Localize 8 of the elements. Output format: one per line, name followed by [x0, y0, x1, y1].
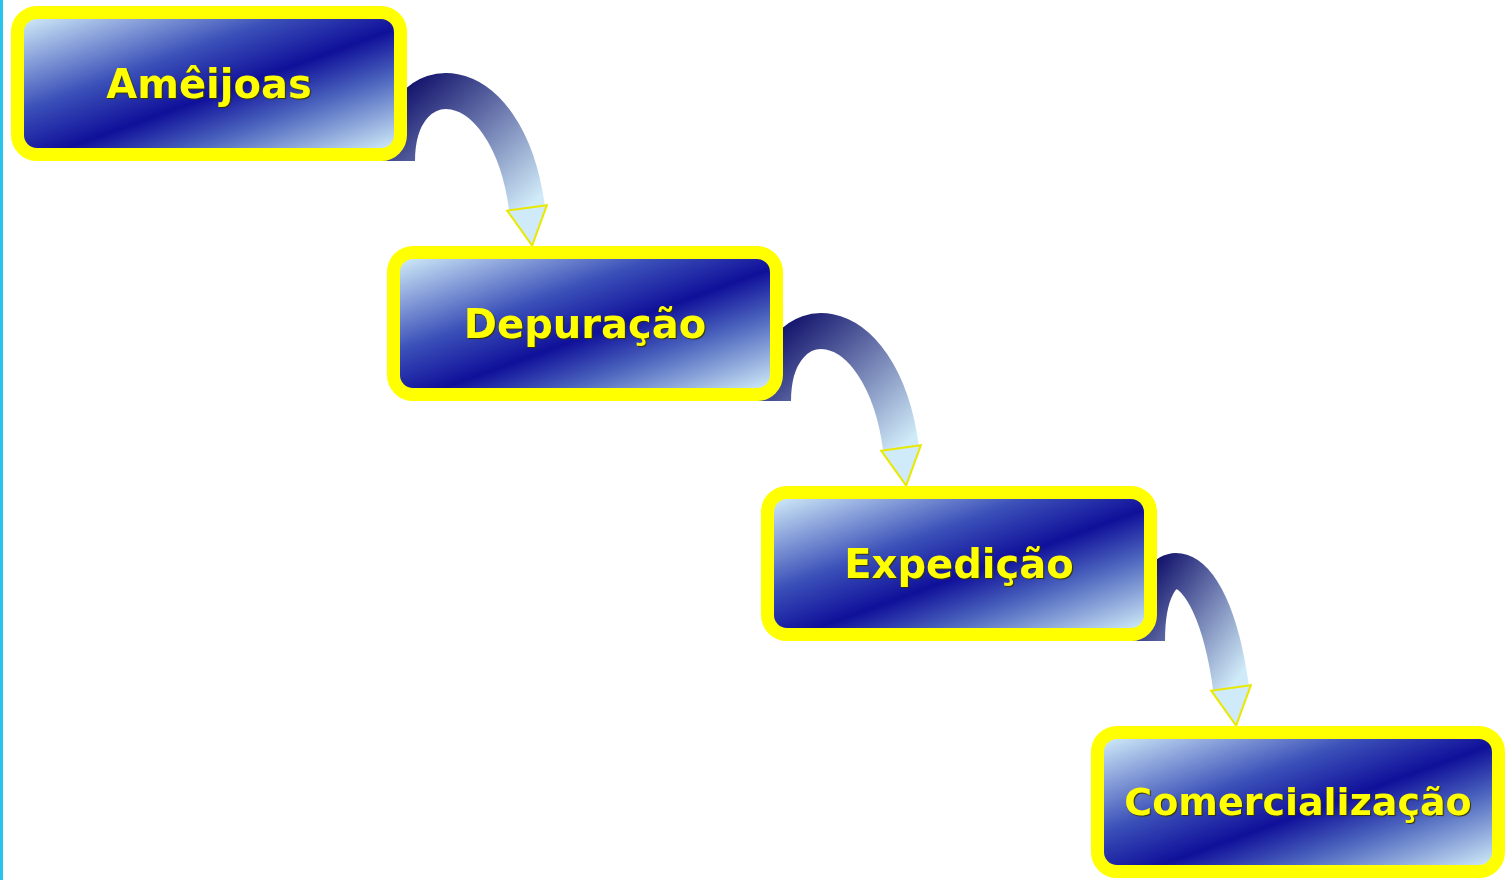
box-label: Expedição — [844, 540, 1074, 587]
process-box — [1091, 726, 1505, 878]
box-label: Amêijoas — [106, 60, 312, 107]
process-box — [11, 6, 407, 161]
box-label: Comercialização — [1124, 780, 1472, 824]
process-box — [761, 486, 1157, 641]
process-box — [387, 246, 783, 401]
box-label: Depuração — [463, 300, 707, 347]
